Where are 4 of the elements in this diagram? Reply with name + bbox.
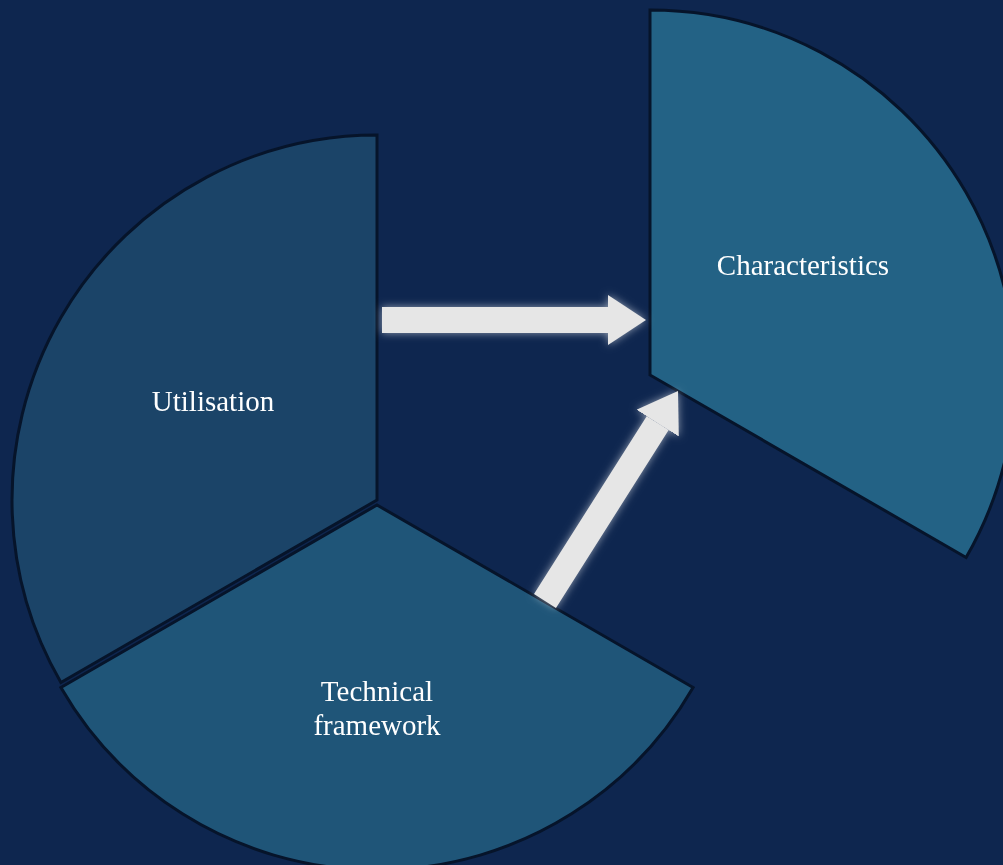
arrow xyxy=(382,295,646,345)
sector-label: Technical framework xyxy=(312,674,442,742)
sector-label: Utilisation xyxy=(150,384,276,418)
sector-label: Characteristics xyxy=(715,248,891,282)
